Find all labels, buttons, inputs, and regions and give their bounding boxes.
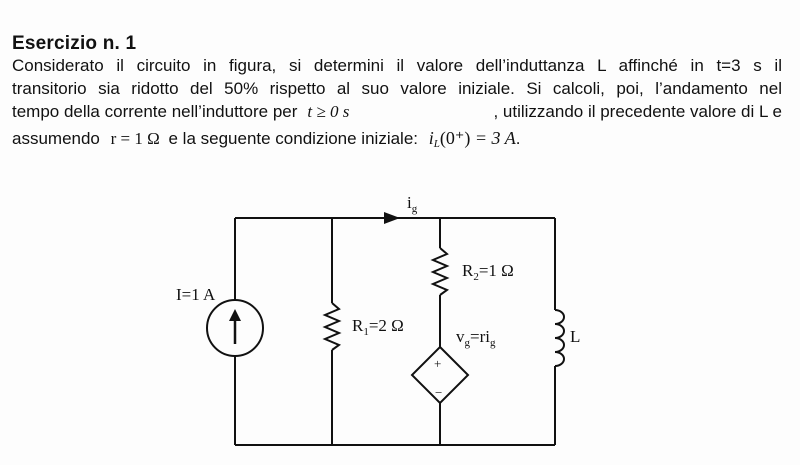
r2-resistor: [430, 247, 450, 296]
text-line-4b: e la seguente condizione iniziale:: [168, 129, 419, 148]
text-line-4a: assumendo: [12, 129, 100, 148]
r-value-math: r = 1 Ω: [110, 129, 160, 148]
text-line-3a: tempo della corrente nell’induttore per: [12, 102, 298, 121]
r1-resistor: [322, 302, 342, 351]
inductor-label: L: [570, 327, 580, 346]
text-line-4c: .: [515, 129, 521, 148]
vg-label: vg=rig: [456, 327, 496, 349]
text-line-4: assumendo r = 1 Ω e la seguente condizio…: [12, 127, 782, 156]
source-label: I=1 A: [176, 285, 216, 304]
r1-label: R1=2 Ω: [352, 316, 404, 338]
text-line-2: transitorio sia ridotto del 50% rispetto…: [12, 79, 782, 98]
minus-sign: −: [435, 385, 442, 400]
r2-label: R2=1 Ω: [462, 261, 514, 283]
ig-arrow-icon: [384, 212, 400, 224]
ig-label: ig: [407, 193, 418, 215]
text-line-3b: , utilizzando il precedente valore di L …: [493, 102, 782, 121]
plus-sign: +: [434, 356, 441, 371]
initial-condition-math: iL(0⁺) = 3 A: [428, 128, 516, 150]
text-line-1: Considerato il circuito in figura, si de…: [12, 56, 782, 75]
current-source-arrow-icon: [229, 309, 241, 321]
exercise-text: Considerato il circuito in figura, si de…: [12, 54, 782, 156]
inductor: [554, 309, 565, 367]
exercise-title: Esercizio n. 1: [12, 33, 137, 54]
t-condition-math: t ≥ 0 s: [307, 102, 350, 121]
text-line-3: tempo della corrente nell’induttore per …: [12, 100, 782, 123]
